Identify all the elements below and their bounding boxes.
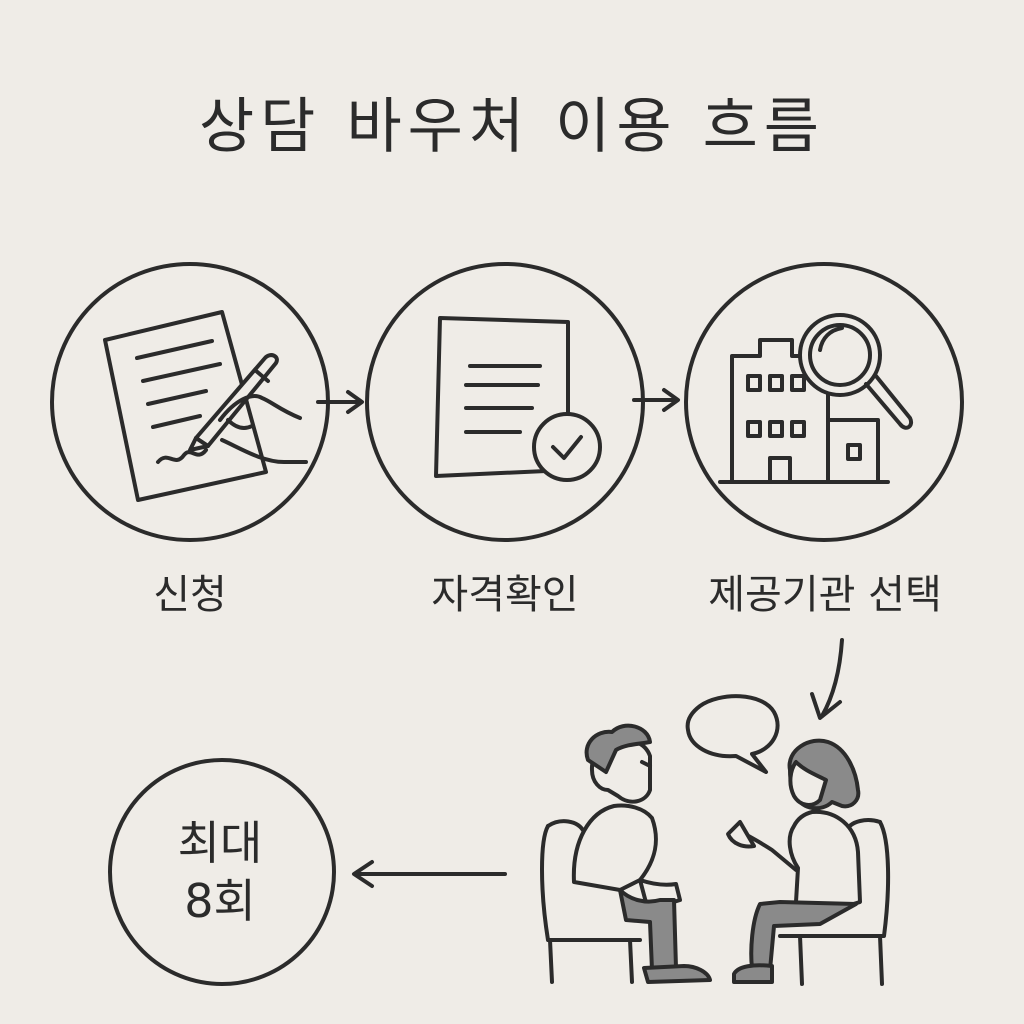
- arrow-counseling-to-limit: [352, 860, 507, 888]
- approved-document-icon: [434, 316, 602, 482]
- step-label-apply: 신청: [153, 572, 227, 618]
- arrow-apply-to-eligibility: [316, 390, 364, 414]
- arrow-provider-to-counseling: [810, 638, 844, 720]
- arrow-eligibility-to-provider: [632, 388, 680, 412]
- limit-circle: [108, 758, 336, 986]
- building-search-icon: [718, 313, 913, 484]
- step-circle-provider: [684, 262, 964, 542]
- limit-label-max: 최대: [177, 816, 263, 870]
- step-label-eligibility: 자격확인: [431, 572, 579, 618]
- limit-label-count: 8회: [184, 874, 256, 928]
- diagram-title: 상담 바우처 이용 흐름: [198, 92, 826, 162]
- signing-document-icon: [103, 310, 308, 502]
- step-label-provider: 제공기관 선택: [708, 572, 942, 618]
- counseling-session-icon: [540, 694, 891, 986]
